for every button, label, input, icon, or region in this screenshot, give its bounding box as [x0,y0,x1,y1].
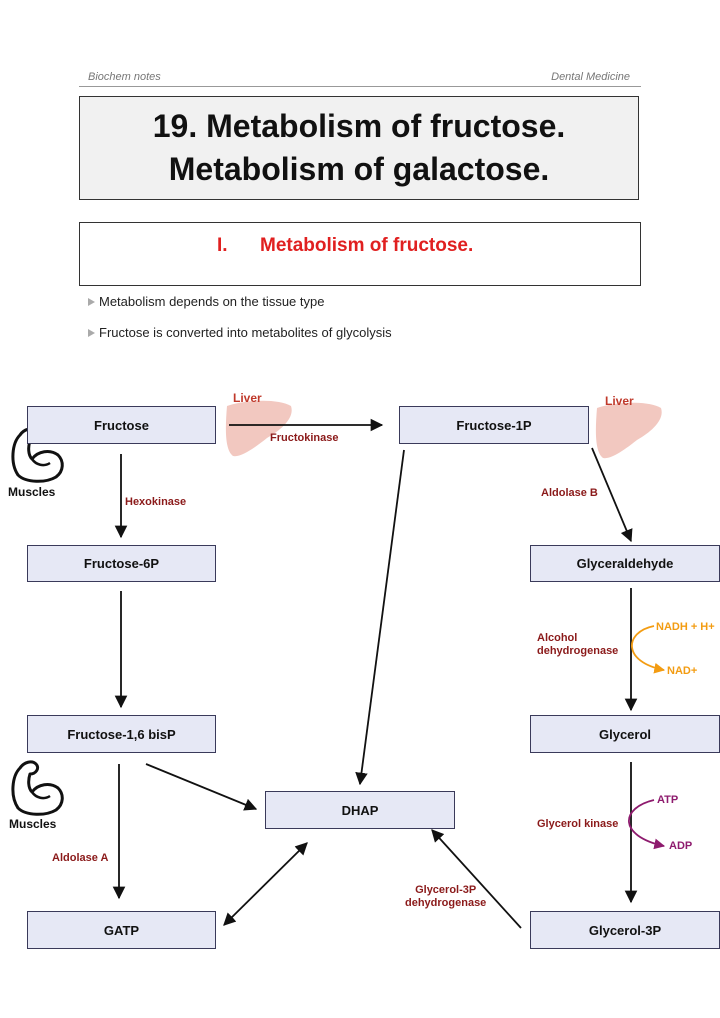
node-glycerol-3p: Glycerol-3P [530,911,720,949]
enzyme-fructokinase: Fructokinase [270,432,339,444]
bullet-item: Metabolism depends on the tissue type [88,294,324,309]
title-box: 19. Metabolism of fructose. Metabolism o… [79,96,639,200]
section-title: Metabolism of fructose. [260,235,474,256]
cofactor-adp: ADP [669,840,693,852]
node-glyceraldehyde: Glyceraldehyde [530,545,720,582]
arrow-glycerol-3p-to-dhap [431,829,522,929]
node-fructose-6p: Fructose-6P [27,545,216,582]
section-box: I. Metabolism of fructose. [79,222,641,286]
cofactor-nadh: NADH + H+ [656,621,715,633]
bullet-text: Fructose is converted into metabolites o… [99,325,392,340]
arrow-nadh-to-nad [631,625,666,674]
liver-icon [595,402,662,459]
muscles-label: Muscles [8,485,56,499]
liver-icon [225,400,292,457]
title-line-1: 19. Metabolism of fructose. [152,108,566,144]
bullet-triangle-icon [88,328,95,337]
arrow-dhap-gatp-bidirectional [223,842,308,926]
flexed-bicep-icon [11,427,64,483]
node-glycerol: Glycerol [530,715,720,753]
enzyme-label-line: dehydrogenase [537,645,619,657]
cofactor-atp: ATP [657,794,679,806]
node-fructose: Fructose [27,406,216,444]
enzyme-label-line: dehydrogenase [405,897,487,909]
arrow-bisp-to-dhap [145,763,258,811]
flexed-bicep-icon [11,760,64,816]
arrow-fructose-1p-to-glyceraldehyde [591,447,633,543]
enzyme-label-line: Alcohol [537,632,578,644]
arrow-fructose-1p-to-dhap [355,449,405,786]
bullet-triangle-icon [88,297,95,306]
title-line-2: Metabolism of galactose. [168,151,550,187]
node-fructose-16-bisp: Fructose-1,6 bisP [27,715,216,753]
header-right: Dental Medicine [551,71,630,83]
arrow-atp-to-adp [628,799,666,850]
node-gatp: GATP [27,911,216,949]
header-rule [79,86,641,87]
enzyme-alcohol-dehydrogenase: Alcohol dehydrogenase [537,632,618,658]
bullet-item: Fructose is converted into metabolites o… [88,325,392,340]
enzyme-glycerol-kinase: Glycerol kinase [537,818,619,830]
node-fructose-1p: Fructose-1P [399,406,589,444]
enzyme-label-line: Glycerol-3P [415,884,477,896]
bullet-text: Metabolism depends on the tissue type [99,294,325,309]
section-number: I. [217,235,228,256]
enzyme-hexokinase: Hexokinase [125,496,187,508]
muscles-label: Muscles [9,817,57,831]
enzyme-aldolase-b: Aldolase B [541,487,598,499]
node-dhap: DHAP [265,791,455,829]
enzyme-glycerol-3p-dehydrogenase: Glycerol-3P dehydrogenase [405,884,486,910]
liver-label: Liver [233,391,262,405]
cofactor-nad: NAD+ [667,665,698,677]
liver-label: Liver [605,394,634,408]
enzyme-aldolase-a: Aldolase A [52,852,109,864]
header-left: Biochem notes [88,71,161,83]
